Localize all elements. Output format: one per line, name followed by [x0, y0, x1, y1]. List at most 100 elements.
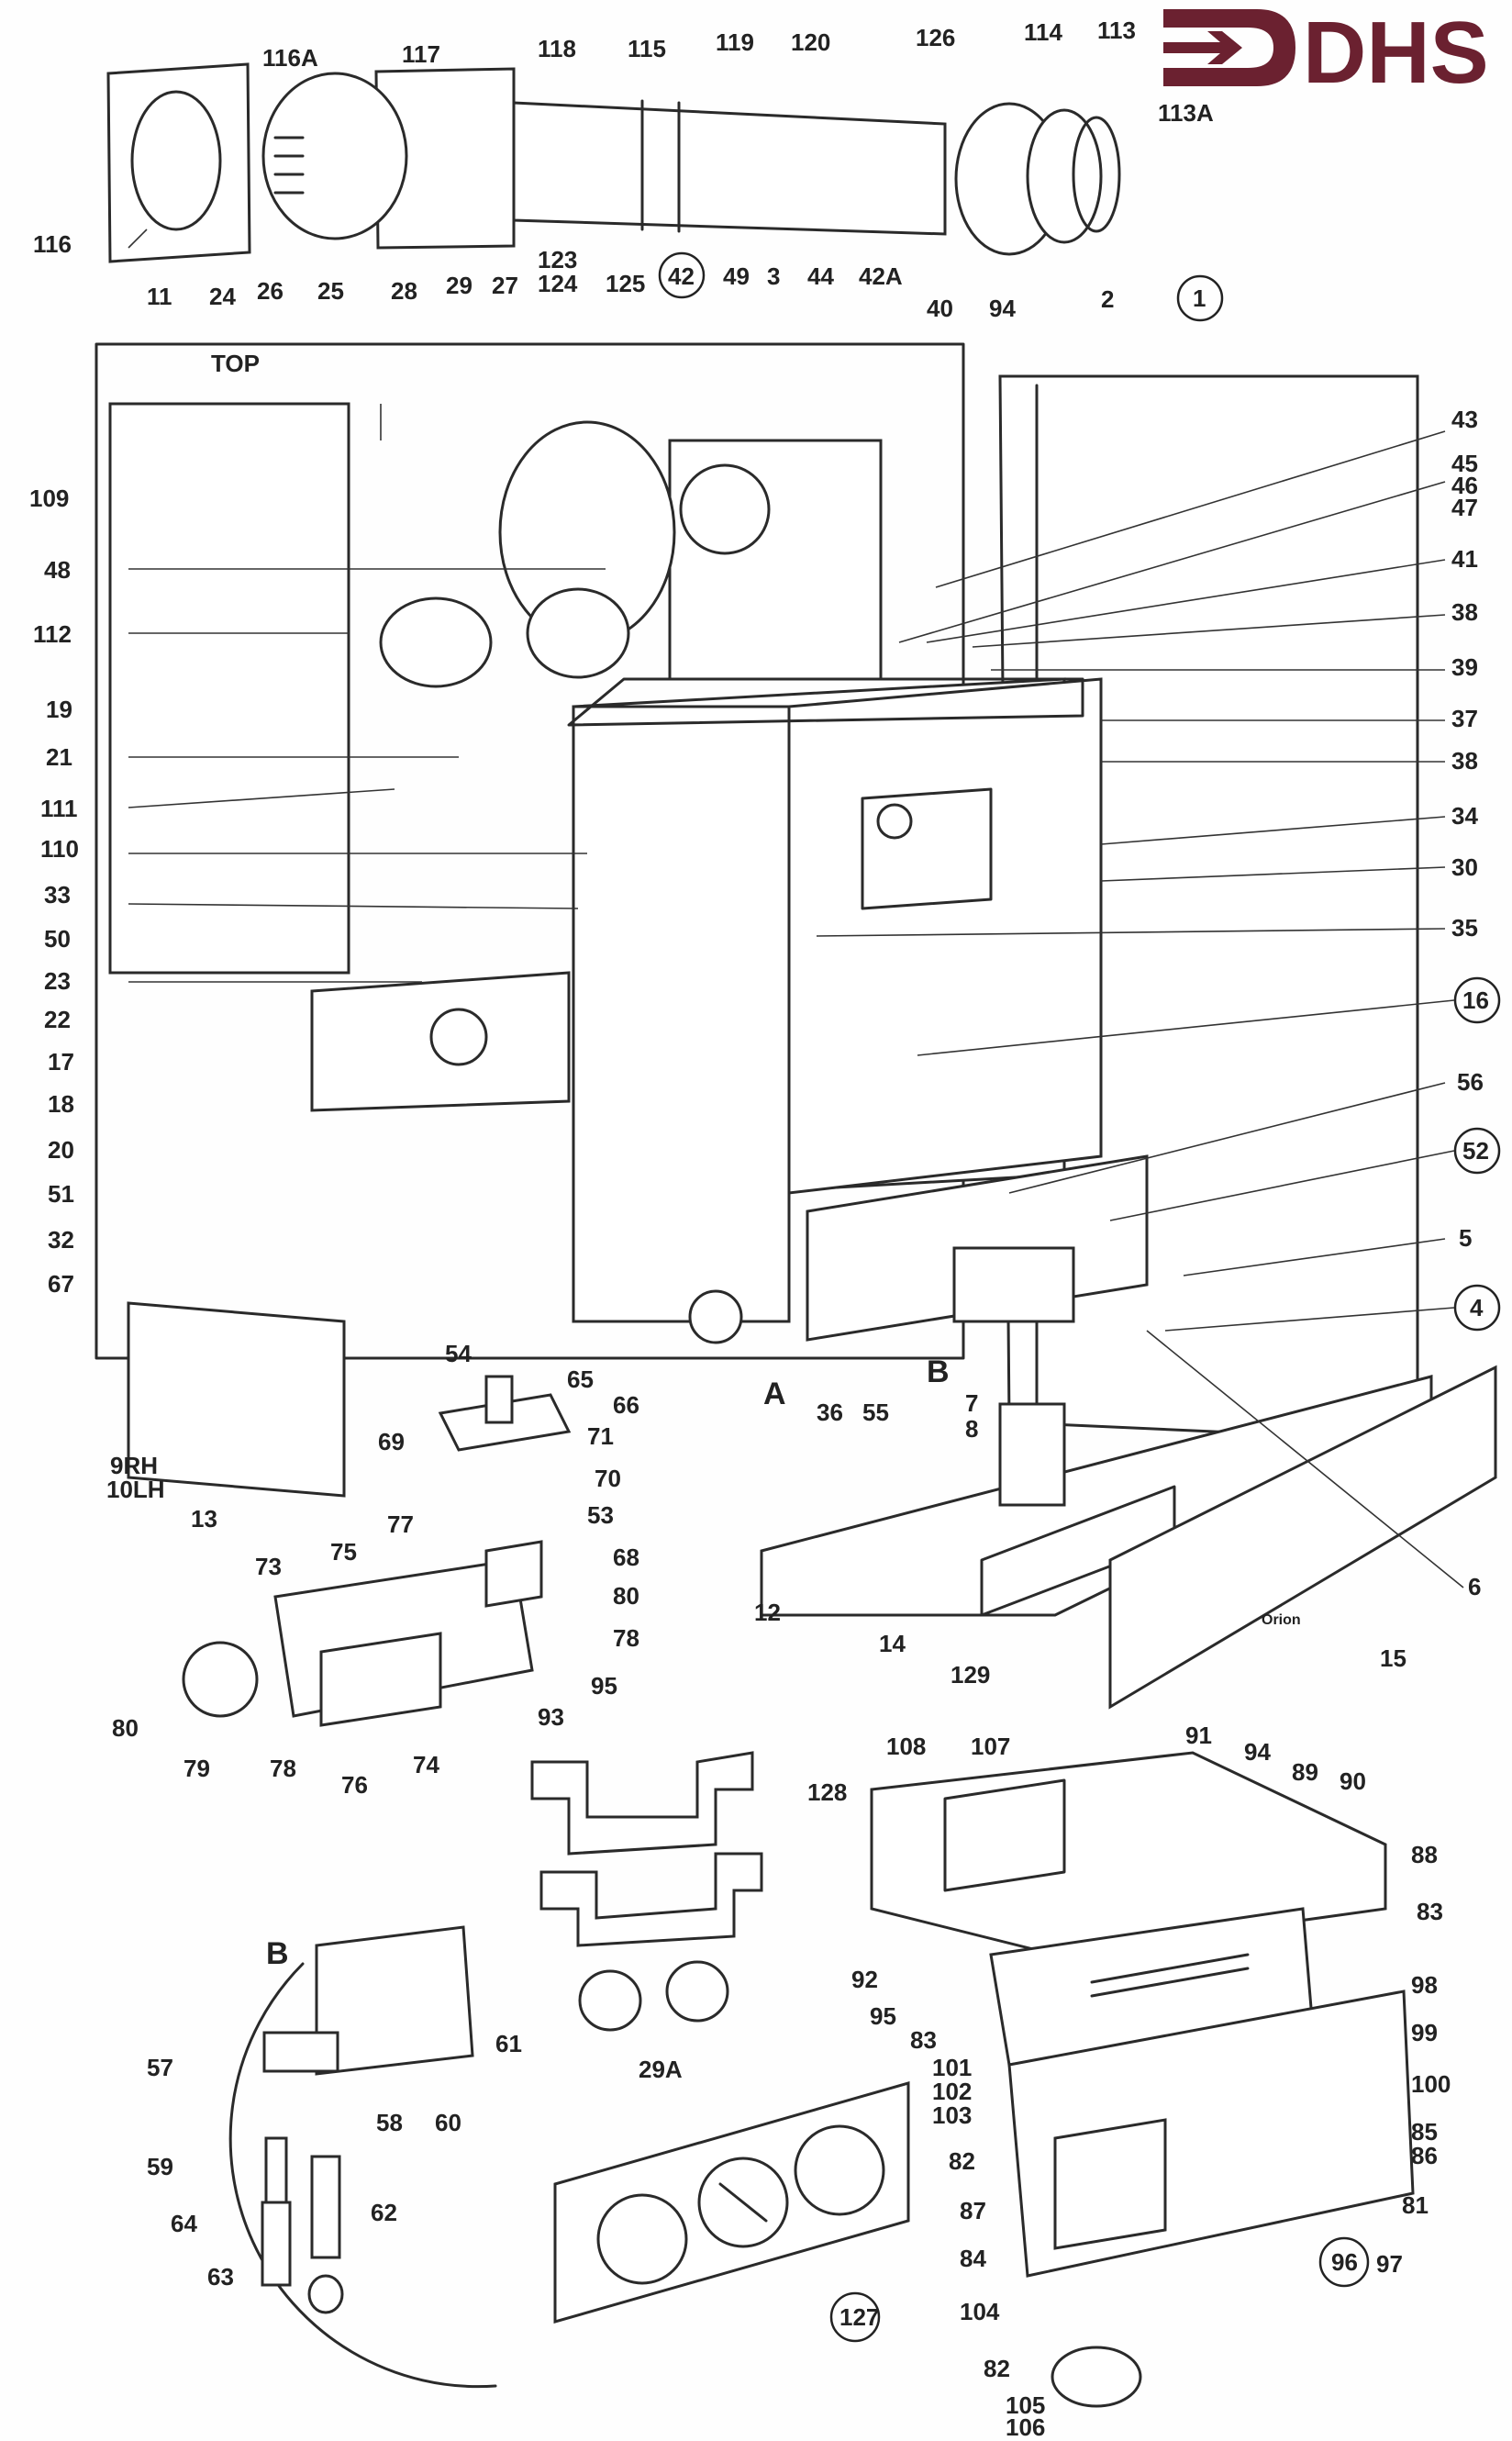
- label-40: 40: [927, 295, 953, 322]
- label-80-upper: 80: [613, 1582, 639, 1610]
- electrical-box: [870, 1751, 1415, 2408]
- label-94-box: 94: [1244, 1738, 1271, 1766]
- bracket-128-lower: [539, 1852, 763, 1947]
- label-38-upper: 38: [1451, 598, 1478, 626]
- cap-29a-left: [578, 1969, 642, 2032]
- label-71: 71: [587, 1422, 614, 1450]
- label-21: 21: [46, 743, 72, 771]
- label-16: 16: [1462, 986, 1489, 1014]
- detail-b-inset: [228, 1925, 497, 2389]
- label-22: 22: [44, 1006, 71, 1033]
- label-127: 127: [839, 2303, 879, 2331]
- label-17: 17: [48, 1048, 74, 1076]
- label-115: 115: [628, 35, 666, 62]
- label-124: 124: [538, 270, 578, 297]
- label-104: 104: [960, 2298, 1000, 2325]
- label-1: 1: [1193, 284, 1206, 312]
- pilot-bracket-60: [315, 1925, 474, 2076]
- label-125: 125: [606, 270, 645, 297]
- label-79: 79: [183, 1755, 210, 1782]
- label-49: 49: [723, 262, 750, 290]
- label-118: 118: [538, 35, 576, 62]
- logo-text: DHS: [1303, 4, 1489, 102]
- label-24: 24: [209, 283, 236, 310]
- gas-fitting-20: [429, 1008, 488, 1066]
- label-76: 76: [341, 1771, 368, 1799]
- label-A: A: [763, 1377, 786, 1411]
- knob-pointer: [718, 2182, 768, 2223]
- front-panel-15: [1108, 1365, 1497, 1710]
- terminal-grille: [273, 136, 305, 195]
- boiler-body: TOP: [94, 342, 1419, 1498]
- transformer-84: [1053, 2118, 1167, 2250]
- label-B-detail: B: [266, 1936, 289, 1971]
- label-113: 113: [1097, 17, 1136, 44]
- label-86: 86: [1411, 2142, 1438, 2169]
- label-38-lower: 38: [1451, 747, 1478, 775]
- label-90: 90: [1340, 1767, 1366, 1795]
- duct-clamp-115: [640, 99, 681, 233]
- label-18: 18: [48, 1090, 74, 1118]
- label-108: 108: [886, 1733, 926, 1760]
- label-34: 34: [1451, 802, 1478, 830]
- label-47: 47: [1451, 494, 1478, 521]
- label-84: 84: [960, 2245, 986, 2272]
- orifice-a: [688, 1289, 743, 1344]
- trim-7-8: [998, 1402, 1066, 1507]
- label-51: 51: [48, 1180, 74, 1208]
- gas-valve-group: [182, 1375, 572, 1727]
- label-129: 129: [951, 1661, 990, 1689]
- pcb-board: [943, 1778, 1066, 1892]
- label-109: 109: [29, 485, 69, 512]
- label-70: 70: [595, 1465, 621, 1492]
- label-69: 69: [378, 1428, 405, 1455]
- label-126: 126: [916, 24, 955, 51]
- fan-motor-44: [679, 463, 771, 555]
- pcb-housing-107: [870, 1751, 1387, 1956]
- label-42: 42: [668, 262, 695, 290]
- wall-plate-116: [106, 62, 251, 263]
- air-tube-112: [379, 596, 493, 688]
- label-48: 48: [44, 556, 71, 584]
- label-26: 26: [257, 277, 284, 305]
- case-brand: Orion: [1262, 1612, 1301, 1628]
- bracket-128-upper: [530, 1751, 754, 1856]
- label-3: 3: [767, 262, 780, 290]
- label-116: 116: [33, 230, 72, 258]
- label-37: 37: [1451, 705, 1478, 732]
- label-114: 114: [1024, 18, 1062, 46]
- label-46: 46: [1451, 472, 1478, 499]
- pilot-body-57: [262, 2031, 339, 2073]
- control-knob-3: [794, 2124, 885, 2216]
- label-10LH: 10LH: [106, 1476, 165, 1503]
- label-110: 110: [40, 835, 79, 863]
- label-98: 98: [1411, 1971, 1438, 1999]
- side-panel-left: [108, 402, 350, 975]
- label-85: 85: [1411, 2118, 1438, 2146]
- label-54: 54: [445, 1340, 472, 1367]
- label-62: 62: [371, 2199, 397, 2226]
- chamber-side-16: [787, 677, 1103, 1195]
- orifice-b-bracket: [952, 1246, 1075, 1323]
- label-15: 15: [1380, 1644, 1406, 1672]
- top-cover-39: [567, 677, 1084, 727]
- label-59: 59: [147, 2153, 173, 2180]
- label-105: 105: [1006, 2391, 1045, 2419]
- label-36: 36: [817, 1399, 843, 1426]
- base-and-front: Orion: [760, 1365, 1497, 1710]
- label-66: 66: [613, 1391, 639, 1419]
- label-94-top: 94: [989, 295, 1016, 322]
- sight-window-30: [861, 787, 993, 910]
- circled-callouts: [658, 251, 1501, 2343]
- label-111: 111: [40, 795, 78, 822]
- label-60: 60: [435, 2109, 461, 2136]
- label-7: 7: [965, 1389, 978, 1417]
- label-61: 61: [495, 2030, 522, 2057]
- detail-circle: [228, 1962, 497, 2389]
- wall-plate-hole: [130, 90, 222, 231]
- fuse-cap-106: [1051, 2346, 1142, 2408]
- flue-assembly: [106, 62, 1121, 263]
- label-12: 12: [754, 1599, 781, 1626]
- flue-ring-114: [1026, 108, 1103, 244]
- sight-glass-icon: [876, 803, 913, 840]
